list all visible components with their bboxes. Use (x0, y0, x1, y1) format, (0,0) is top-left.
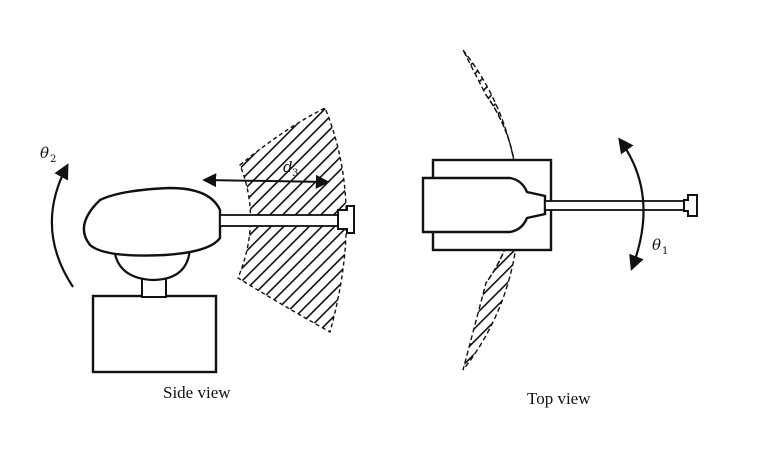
side-extension-arm (219, 214, 343, 227)
theta1-rotation-arrow (618, 137, 645, 271)
top-extension-arm (544, 200, 686, 211)
side-end-effector (337, 205, 355, 234)
theta2-subscript: 2 (50, 154, 56, 165)
theta2-rotation-arrow (50, 163, 74, 288)
top-arm-housing (421, 176, 547, 234)
top-view-caption: Top view (527, 389, 591, 408)
top-end-effector (683, 194, 698, 217)
d3-extension-arrow (202, 173, 330, 189)
side-view: θ 2 d 3 Side view (40, 107, 355, 402)
top-view: θ 1 Top view (421, 49, 698, 408)
d3-label: d (283, 158, 293, 176)
theta1-label: θ (652, 236, 661, 254)
side-arm-body (82, 186, 222, 257)
side-view-caption: Side view (163, 383, 231, 402)
side-base-block (91, 294, 218, 374)
theta1-subscript: 1 (662, 246, 668, 257)
d3-subscript: 3 (292, 168, 298, 179)
theta2-label: θ (40, 144, 49, 162)
